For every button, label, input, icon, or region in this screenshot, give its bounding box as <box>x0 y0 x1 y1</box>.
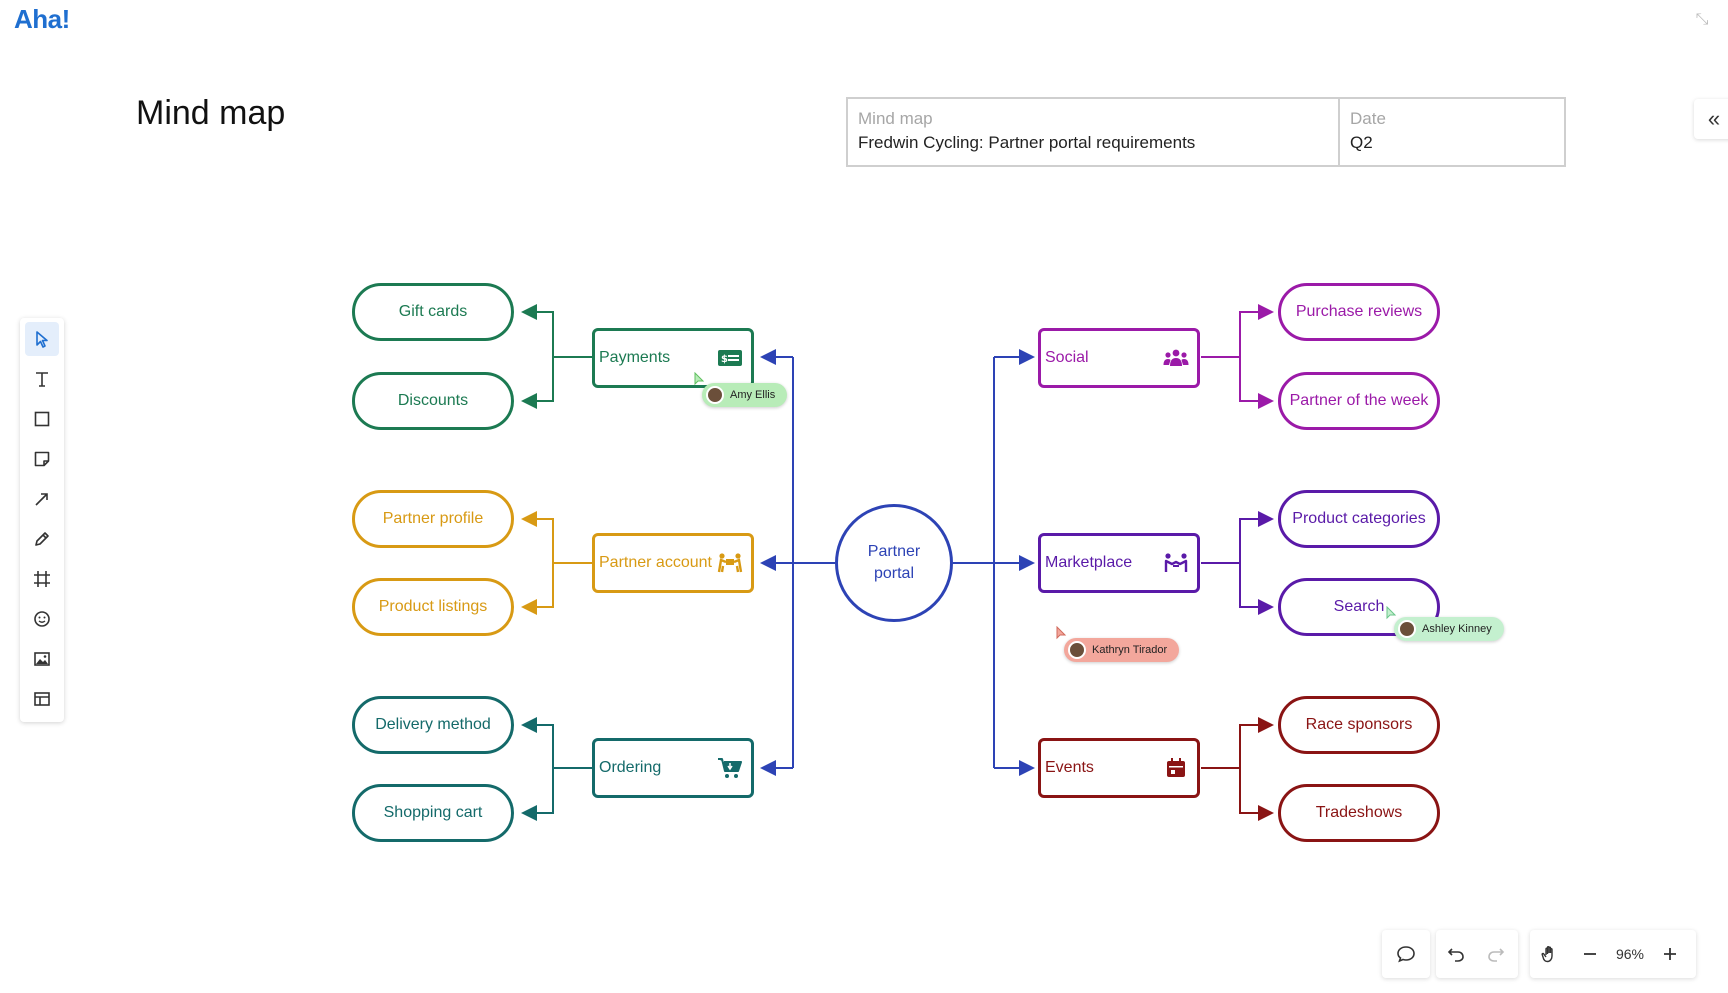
collaborator-cursor-icon <box>1386 606 1397 620</box>
branch-label: Social <box>1045 349 1089 366</box>
central-node-line2: portal <box>873 565 915 582</box>
leaf-node-discounts[interactable]: Discounts <box>352 372 514 430</box>
calendar-icon <box>1163 757 1189 779</box>
redo-icon <box>1488 948 1505 962</box>
branch-label: Events <box>1045 759 1094 776</box>
hand-icon <box>1541 946 1553 963</box>
branch-node-social[interactable]: Social <box>1038 328 1200 388</box>
branch-label: Marketplace <box>1045 554 1133 571</box>
frame-icon <box>34 571 50 587</box>
template-tool[interactable] <box>25 682 59 716</box>
collaborator-cursor-icon <box>694 372 705 386</box>
info-cell-date[interactable]: Date Q2 <box>1340 99 1564 165</box>
square-icon <box>34 411 50 427</box>
collaborator-name: Amy Ellis <box>730 389 776 401</box>
zoom-bar: 96% <box>1530 930 1696 978</box>
handshake-icon <box>1163 552 1189 574</box>
drawing-toolbar <box>20 318 64 722</box>
text-tool[interactable] <box>25 362 59 396</box>
connector-tool[interactable] <box>25 482 59 516</box>
branch-node-payments[interactable]: Payments $ <box>592 328 754 388</box>
info-date-label: Date <box>1350 109 1386 128</box>
avatar <box>1068 641 1086 659</box>
pencil-icon <box>35 532 49 546</box>
branch-node-partner-account[interactable]: Partner account <box>592 533 754 593</box>
branch-label: Partner account <box>599 554 712 571</box>
collaborator-name: Ashley Kinney <box>1422 623 1492 635</box>
leaf-node-delivery-method[interactable]: Delivery method <box>352 696 514 754</box>
branch-node-events[interactable]: Events <box>1038 738 1200 798</box>
branch-node-marketplace[interactable]: Marketplace <box>1038 533 1200 593</box>
central-node-line1: Partner <box>867 543 921 560</box>
zoom-in-button[interactable] <box>1650 934 1690 974</box>
info-date-value: Q2 <box>1350 133 1373 152</box>
leaf-node-shopping-cart[interactable]: Shopping cart <box>352 784 514 842</box>
leaf-node-gift-cards[interactable]: Gift cards <box>352 283 514 341</box>
zoom-level[interactable]: 96% <box>1615 946 1645 962</box>
cart-icon <box>717 757 743 779</box>
minus-icon <box>1584 953 1596 955</box>
expand-panel-button[interactable]: « <box>1694 99 1728 139</box>
info-title-value: Fredwin Cycling: Partner portal requirem… <box>858 133 1196 152</box>
sticker-tool[interactable] <box>25 602 59 636</box>
leaf-node-product-categories[interactable]: Product categories <box>1278 490 1440 548</box>
sticker-icon <box>34 611 50 627</box>
comment-icon <box>1397 946 1415 963</box>
collaborator-tag-kathryn-tirador: Kathryn Tirador <box>1064 638 1180 662</box>
svg-text:$: $ <box>721 354 728 365</box>
central-node-partner-portal[interactable]: Partner portal <box>835 504 953 622</box>
image-tool[interactable] <box>25 642 59 676</box>
info-title-label: Mind map <box>858 109 933 128</box>
aha-logo[interactable]: Aha! <box>14 4 70 34</box>
collapse-fullscreen-icon[interactable]: ⤡ <box>1695 11 1709 28</box>
money-bill-icon: $ <box>717 347 743 369</box>
leaf-node-partner-of-the-week[interactable]: Partner of the week <box>1278 372 1440 430</box>
image-icon <box>34 652 50 666</box>
template-icon <box>34 692 50 706</box>
leaf-node-product-listings[interactable]: Product listings <box>352 578 514 636</box>
history-bar <box>1436 930 1518 978</box>
avatar <box>1398 620 1416 638</box>
info-table: Mind map Fredwin Cycling: Partner portal… <box>846 97 1566 167</box>
avatar <box>706 386 724 404</box>
frame-tool[interactable] <box>25 562 59 596</box>
sticky-note-icon <box>34 451 50 467</box>
leaf-node-race-sponsors[interactable]: Race sponsors <box>1278 696 1440 754</box>
pan-button[interactable] <box>1530 934 1570 974</box>
people-carry-icon <box>717 552 743 574</box>
collaborator-tag-amy-ellis: Amy Ellis <box>702 383 788 407</box>
shape-tool[interactable] <box>25 402 59 436</box>
zoom-out-button[interactable] <box>1570 934 1610 974</box>
arrow-icon <box>35 493 48 506</box>
plus-icon <box>1664 948 1676 960</box>
collaborator-cursor-icon <box>1056 626 1067 640</box>
branch-label: Payments <box>599 349 671 366</box>
undo-icon <box>1447 948 1464 962</box>
redo-button[interactable] <box>1476 934 1516 974</box>
undo-button[interactable] <box>1436 934 1476 974</box>
text-icon <box>36 372 48 387</box>
page-title: Mind map <box>136 94 286 132</box>
users-icon <box>1163 347 1189 369</box>
collaborator-name: Kathryn Tirador <box>1092 644 1168 656</box>
leaf-node-partner-profile[interactable]: Partner profile <box>352 490 514 548</box>
collaborator-tag-ashley-kinney: Ashley Kinney <box>1394 617 1504 641</box>
branch-node-ordering[interactable]: Ordering <box>592 738 754 798</box>
cursor-arrow-icon <box>36 331 48 348</box>
select-tool[interactable] <box>25 322 59 356</box>
comment-button[interactable] <box>1386 934 1426 974</box>
branch-label: Ordering <box>599 759 662 776</box>
sticky-note-tool[interactable] <box>25 442 59 476</box>
pen-tool[interactable] <box>25 522 59 556</box>
leaf-node-tradeshows[interactable]: Tradeshows <box>1278 784 1440 842</box>
leaf-node-purchase-reviews[interactable]: Purchase reviews <box>1278 283 1440 341</box>
info-cell-title[interactable]: Mind map Fredwin Cycling: Partner portal… <box>848 99 1340 165</box>
comments-bar <box>1382 930 1430 978</box>
